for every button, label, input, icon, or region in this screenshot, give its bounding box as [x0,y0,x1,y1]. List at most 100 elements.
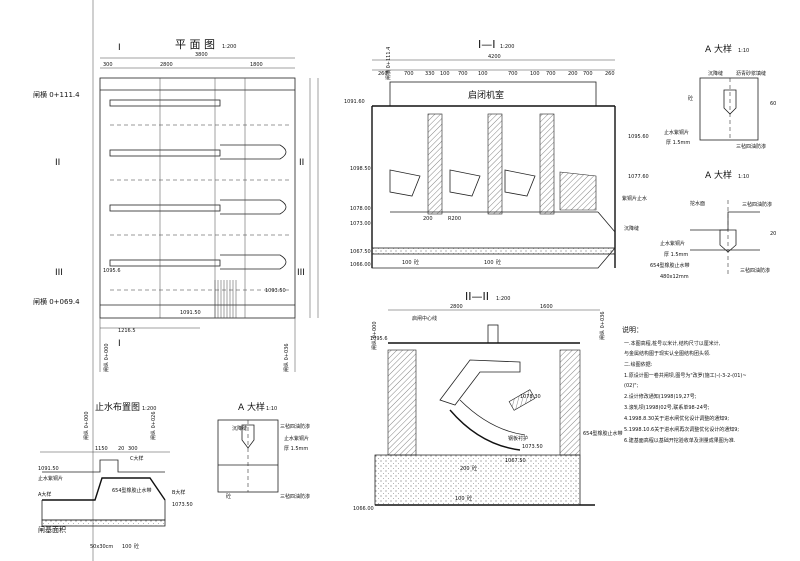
section-I-I: I—I 1:200 闸横 0+111.4 4200 260 700 330 10… [344,38,649,269]
plan-dim-mid: 2800 [160,62,173,68]
plan-dim-total: 3800 [195,52,208,58]
detail-A-mid-title: A 大样 [705,169,732,181]
notes-line: 5.1998.10.6关于进水闸再次调整优化设计的通知9; [624,426,739,433]
plan-mark-III-right: III [297,268,305,278]
detail-A-bottom-asphalt-2: 三毡四油防渗 [280,493,310,500]
plan-level-c: 1093.50 [265,288,286,294]
section-I-copper-stop: 紫铜片止水 [622,195,647,202]
plan-mark-III-left: III [55,268,63,278]
section-I-dim-r200: R200 [448,216,461,222]
section-II-level-top: 1095.6 [370,336,388,342]
waterstop-dim-100: 100 [122,544,132,550]
detail-A-bottom-copper: 止水紫铜片 [284,435,309,442]
section-II-dim-left: 2800 [450,304,463,310]
section-II-level-bottom: 1066.00 [353,506,374,512]
plan-gate-axis-top: 闸横 0+111.4 [33,90,80,99]
section-I-dim: 700 [458,71,468,77]
section-II-title: II—II [465,290,489,303]
detail-A-bottom-asphalt: 三毡四油防渗 [280,423,310,430]
section-I-dim: 100 [440,71,450,77]
section-I-level: 1066.00 [350,262,371,268]
detail-A-top-title: A 大样 [705,43,732,55]
notes-line: 二.绘图依据: [624,361,653,368]
section-I-dim: 700 [404,71,414,77]
notes-line: 6.建基面高程以基础开挖验收单及测量成果图为准. [624,437,736,444]
waterstop-layout: 止水布置图 1:200 闸纵 0+000 闸纵 0+026 1150 20 30… [38,401,193,550]
section-II-level-2: 1073.50 [522,444,543,450]
detail-A-top-thick: 厚 1.5mm [666,140,690,146]
plan-dim-left: 300 [103,62,113,68]
section-I-dim: 260 [378,71,388,77]
section-I-dim-total: 4200 [488,54,501,60]
waterstop-level-2: 1073.50 [172,502,193,508]
plan-gate-axis-bottom: 闸横 0+069.4 [33,297,80,306]
detail-A-top-sand: 沥青砂浆填缝 [736,70,766,77]
section-I-dim: 200 [568,71,578,77]
detail-A-bottom-title: A 大样 [238,401,265,413]
plan-section-mark-top: I [118,43,121,53]
waterstop-level-1: 1091.50 [38,466,59,472]
section-II-level-1: 1078.30 [520,394,541,400]
detail-A-bottom-joint: 沉降缝 [232,425,247,432]
waterstop-dim-1150: 1150 [95,446,108,452]
plan-axis-left: 闸纵 0+000 [103,343,110,372]
notes-line: 2.设计修改通知(1998)19,27号; [624,393,697,400]
notes-title: 说明： [622,325,643,334]
section-I-dim-200: 200 [423,216,433,222]
section-I-level-right: 1077.60 [628,174,649,180]
plan-mark-II-left: II [55,158,60,168]
detail-A-mid-face: 挖水面 [690,200,705,207]
section-II-conc-200: 砼 [472,465,477,472]
section-II-gate-center: 启闸中心线 [412,315,437,322]
waterstop-a-label: A大样 [38,491,51,498]
section-II-steel-lining: 钢板衬护 [508,435,528,442]
detail-A-top-dim-60: 60 [770,101,776,107]
notes-line: (02)"; [624,383,639,389]
detail-A-top-copper: 止水紫铜片 [664,129,689,136]
section-I-level: 1098.50 [350,166,371,172]
waterstop-foundation: 闸基面积 [38,525,66,534]
waterstop-conc: 砼 [134,543,139,550]
detail-A-bottom-scale: 1:10 [266,406,277,412]
section-I-dim: 330 [425,71,435,77]
section-I-settlement: 沉降缝 [624,225,639,232]
plan-view: 平 面 图 1:200 I I II II III III 闸横 0+111.4… [33,38,319,372]
detail-A-mid-thick: 厚 1.5mm [664,252,688,258]
section-I-conc-left: 砼 [414,259,419,266]
waterstop-axis: 闸纵 0+000 [83,411,90,440]
section-I-dim-100-right: 100 [484,260,494,266]
notes-line: 1.原设计图一卷共闸坝,图号为"改罗(施工)-(-3-2-(01)~ [624,372,747,379]
notes-line: 一.本图高程,桩号以米计,结构尺寸以厘米计, [624,340,721,347]
section-I-dim: 700 [546,71,556,77]
section-I-level: 1091.60 [344,99,365,105]
section-I-dim-100-left: 100 [402,260,412,266]
detail-A-mid-scale: 1:10 [738,174,749,180]
section-I-title: I—I [478,38,496,51]
plan-scale: 1:200 [222,44,236,50]
detail-A-bottom: A 大样 1:10 沉降缝 三毡四油防渗 止水紫铜片 厚 1.5mm 三毡四油防… [217,401,310,500]
section-I-levels-left: 1091.60 1098.50 1078.00 1073.00 1067.50 … [344,99,371,268]
section-II-conc-100: 砼 [467,495,472,502]
section-I-level: 1078.00 [350,206,371,212]
plan-section-mark-bottom: I [118,339,121,349]
waterstop-axis-2: 闸纵 0+026 [150,411,157,440]
waterstop-title: 止水布置图 [95,401,140,413]
detail-A-mid-dim-20: 20 [770,231,776,237]
plan-title: 平 面 图 [175,38,215,51]
section-II-level-3: 1067.50 [505,458,526,464]
plan-dim-right: 1800 [250,62,263,68]
detail-A-mid-rubber: 654型橡胶止水带 [650,262,690,269]
section-I-dim: 260 [605,71,615,77]
section-I-dim: 700 [583,71,593,77]
notes: 说明： 一.本图高程,桩号以米计,结构尺寸以厘米计, 与金属结构图于现实认全图结… [622,325,747,444]
section-I-scale: 1:200 [500,44,514,50]
waterstop-scale: 1:200 [142,406,156,412]
plan-level-b: 1091.50 [180,310,201,316]
notes-line: 4.1998.8.30关于进水闸优化设计调整的通知9; [624,415,729,422]
section-I-level: 1067.50 [350,249,371,255]
section-II-scale: 1:200 [496,296,510,302]
detail-A-mid-size: 480x12mm [660,274,689,280]
detail-A-mid-copper: 止水紫铜片 [660,240,685,247]
section-I-dim: 700 [508,71,518,77]
